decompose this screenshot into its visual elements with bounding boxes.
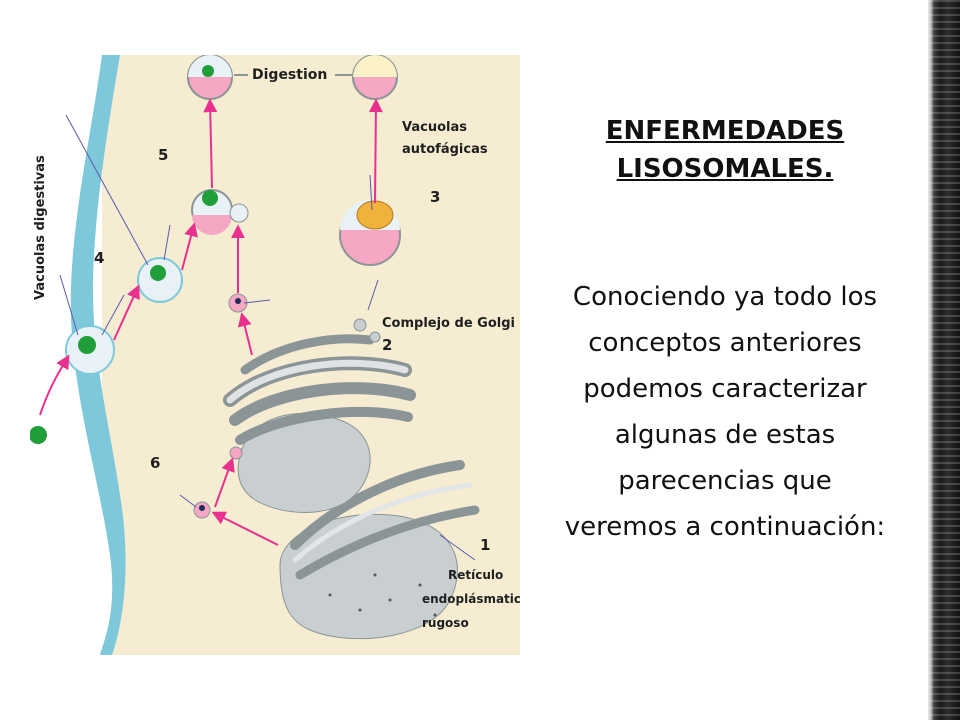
label-vacuolas-autofagicas-1: Vacuolas: [402, 120, 467, 135]
label-vacuolas-digestivas: Vacuolas digestivas: [33, 155, 48, 300]
golgi-complex: [223, 318, 416, 513]
body-line-5: parecencias que: [618, 466, 832, 496]
decorative-edge: [928, 0, 960, 720]
lysosome-diagram-svg: Digestion Vacuolas digestivas Vacuolas a…: [30, 55, 520, 655]
label-vacuolas-autofagicas-2: autofágicas: [402, 142, 488, 157]
leader-lines: [59, 114, 476, 561]
body-line-6: veremos a continuación:: [564, 512, 886, 542]
slide-title: ENFERMEDADES LISOSOMALES.: [520, 112, 930, 188]
body-line-3: podemos caracterizar: [583, 374, 867, 404]
label-digestion: Digestion: [252, 67, 327, 83]
label-complejo-golgi: Complejo de Golgi: [382, 316, 515, 331]
vesicle-primary-lower: [193, 501, 211, 519]
number-1: 1: [480, 536, 490, 554]
body-line-1: Conociendo ya todo los: [572, 282, 878, 312]
digestion-vacuole-left: [187, 55, 233, 100]
digestive-vacuole-4: [65, 325, 115, 375]
number-3: 3: [430, 188, 440, 206]
body-line-4: algunas de estas: [614, 420, 836, 450]
title-line-2: LISOSOMALES.: [616, 154, 834, 184]
particle-green: [30, 426, 47, 444]
digestion-vacuole-right: [352, 55, 398, 100]
body-line-2: conceptos anteriores: [588, 328, 862, 358]
number-5: 5: [158, 146, 168, 164]
digestive-vacuole-5: [137, 257, 183, 303]
slide-text: ENFERMEDADES LISOSOMALES. Conociendo ya …: [520, 112, 930, 550]
pathway-arrows: [39, 98, 383, 546]
title-line-1: ENFERMEDADES: [605, 116, 845, 146]
rough-er: [279, 460, 480, 640]
number-6: 6: [150, 454, 160, 472]
label-reticulo-2: endoplásmatico: [422, 592, 520, 606]
lysosome-diagram: Digestion Vacuolas digestivas Vacuolas a…: [30, 55, 520, 655]
plasma-membrane: [70, 55, 126, 655]
number-2: 2: [382, 336, 392, 354]
slide-body: Conociendo ya todo los conceptos anterio…: [520, 274, 930, 550]
fusing-vacuole: [191, 189, 249, 235]
vesicle-golgi-exit: [229, 446, 243, 460]
autophagic-vacuole-3: [339, 200, 401, 266]
label-reticulo-3: rugoso: [422, 616, 469, 630]
number-4: 4: [94, 249, 104, 267]
label-reticulo-1: Retículo: [448, 568, 503, 582]
